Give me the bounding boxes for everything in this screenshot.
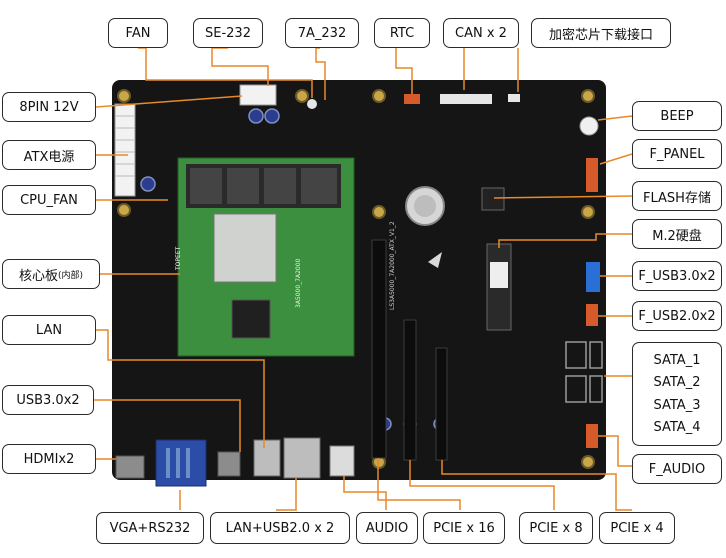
label-lan: LAN [2, 315, 96, 345]
8pin-connector [239, 84, 277, 106]
label-flash: FLASH存储 [632, 181, 722, 211]
pcie16-slot [371, 239, 387, 459]
label-7a232: 7A_232 [285, 18, 359, 48]
label-f-usb30: F_USB3.0x2 [632, 261, 722, 291]
beeper [579, 116, 599, 136]
label-hdmi: HDMIx2 [2, 444, 96, 474]
flash-chip [481, 187, 505, 211]
usb30-ports [217, 451, 241, 477]
label-can: CAN x 2 [443, 18, 519, 48]
bridge-chip [231, 299, 271, 339]
pcie8-slot [403, 319, 417, 461]
label-pcie4: PCIE x 4 [599, 512, 675, 544]
label-m2: M.2硬盘 [632, 219, 722, 249]
board-silk: LS3A5000_7A2000_ATX_V1_2 [389, 221, 396, 310]
hdmi-ports [115, 455, 145, 479]
faudio-header [586, 424, 598, 448]
label-sata-4: SATA_4 [653, 420, 701, 436]
label-core-sub: (内部) [57, 270, 84, 281]
label-f-audio: F_AUDIO [632, 454, 722, 484]
fpanel-header [586, 158, 598, 192]
can-headers [440, 94, 492, 104]
sata-ports [565, 341, 603, 403]
lan-port [253, 439, 281, 477]
mounting-holes [117, 89, 595, 469]
label-f-panel: F_PANEL [632, 139, 722, 169]
label-usb30: USB3.0x2 [2, 385, 94, 415]
crypto-header [508, 94, 520, 102]
label-rtc: RTC [374, 18, 430, 48]
label-sata-3: SATA_3 [653, 397, 701, 413]
lan-usb-port [283, 437, 321, 479]
label-lan-usb: LAN+USB2.0 x 2 [210, 512, 350, 544]
label-core: 核心板(内部) [2, 259, 100, 289]
audio-jack [329, 445, 355, 477]
label-sata-1: SATA_1 [653, 352, 701, 368]
label-vga: VGA+RS232 [96, 512, 204, 544]
fan-header [307, 99, 317, 109]
board-logo [428, 252, 442, 268]
atx-connector [114, 103, 136, 197]
fusb20-header [586, 304, 598, 326]
label-sata-2: SATA_2 [653, 375, 701, 391]
module-silk: 3A5000_7A2000 [295, 258, 302, 308]
label-beep: BEEP [632, 101, 722, 131]
cpu-chip [213, 213, 277, 283]
label-pcie16: PCIE x 16 [423, 512, 505, 544]
label-core-main: 核心板 [18, 268, 58, 284]
vga-port [155, 439, 207, 487]
label-crypto: 加密芯片下载接口 [531, 18, 671, 48]
label-8pin-12v: 8PIN 12V [2, 92, 96, 122]
label-audio: AUDIO [356, 512, 418, 544]
leader-lines [94, 47, 633, 511]
pcie4-slot [435, 347, 448, 461]
label-se232: SE-232 [193, 18, 263, 48]
label-f-usb20: F_USB2.0x2 [632, 301, 722, 331]
label-cpu-fan: CPU_FAN [2, 185, 96, 215]
label-sata: SATA_1 SATA_2 SATA_3 SATA_4 [632, 342, 722, 446]
rtc-header [404, 94, 420, 104]
label-atx: ATX电源 [2, 140, 96, 170]
label-pcie8: PCIE x 8 [519, 512, 593, 544]
fusb30-header [586, 262, 600, 292]
brand-silk: TOPEET [175, 246, 182, 271]
label-fan: FAN [108, 18, 168, 48]
